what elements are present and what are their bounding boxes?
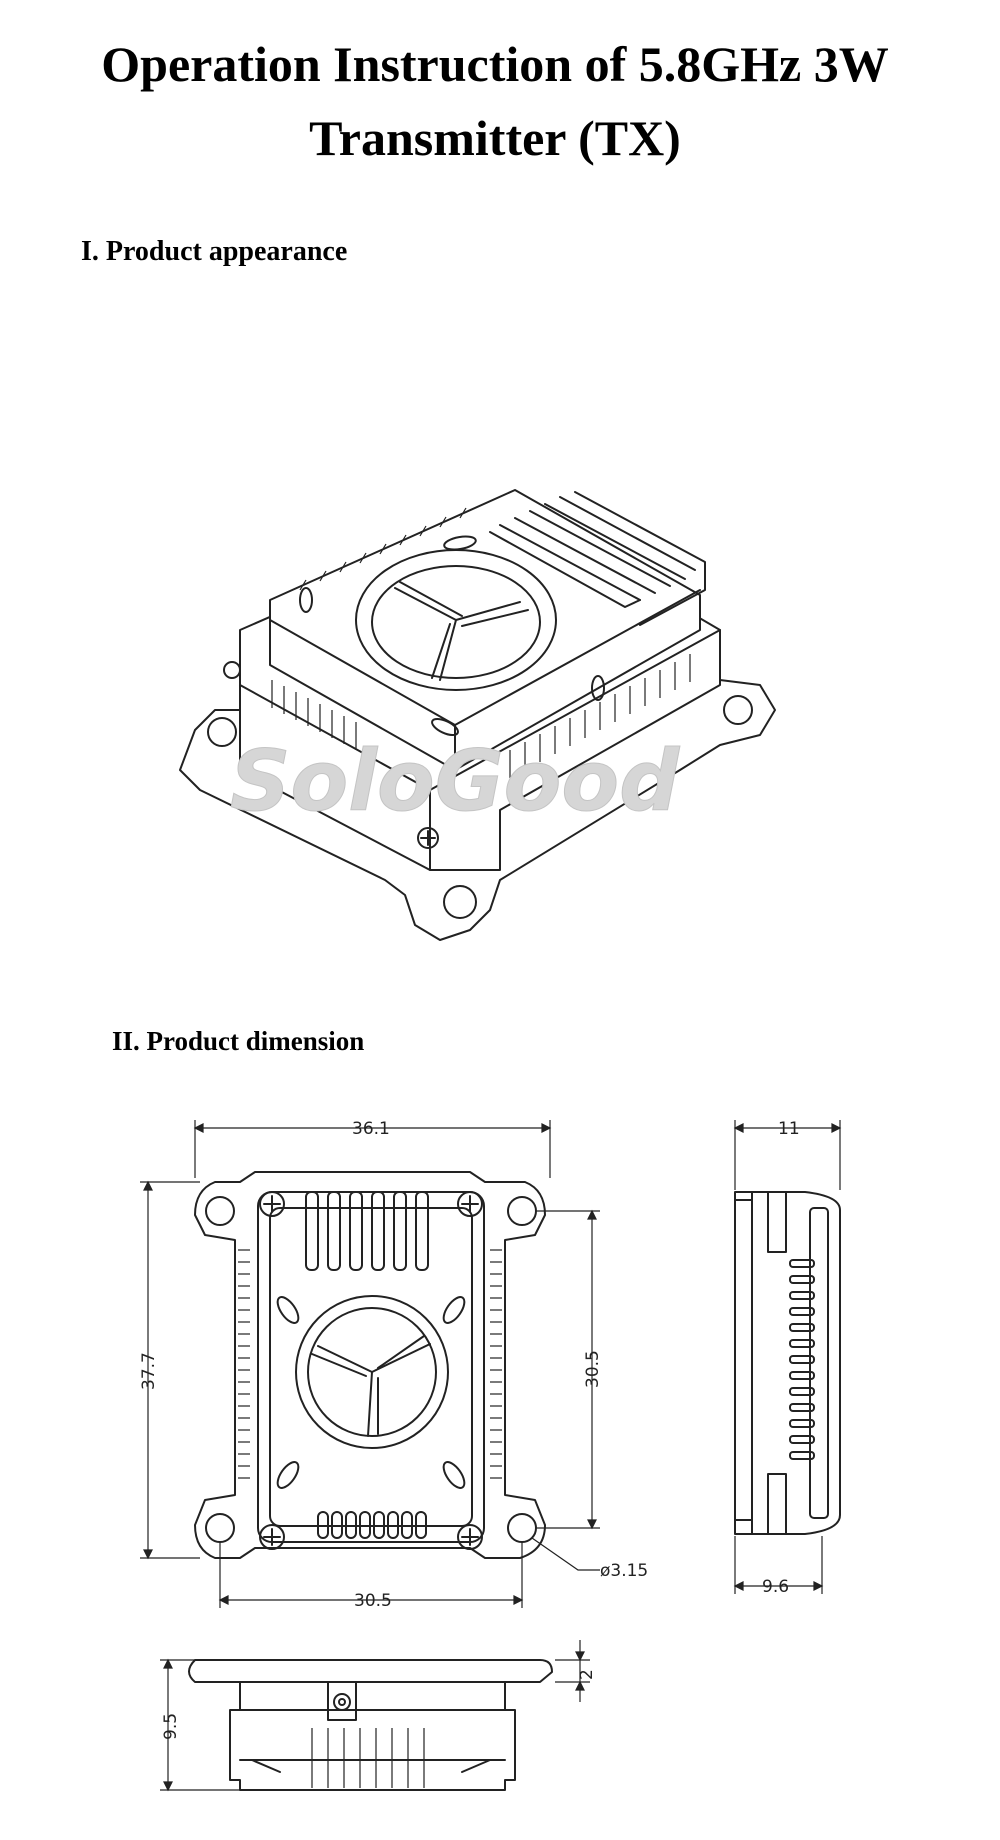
dim-thickness: 11 [778,1119,800,1139]
dim-hole-spacing-horizontal: 30.5 [354,1591,392,1611]
dim-hole-spacing-vertical: 30.5 [583,1350,603,1388]
side-view-dimension-drawing: 11 9.6 [733,1119,842,1597]
dim-flange: 2 [577,1669,597,1680]
document-title-line1: Operation Instruction of 5.8GHz 3W [101,36,889,92]
top-view-dimension-drawing: 36.1 37.7 30.5 30.5 ø3.15 [139,1119,648,1611]
sologood-watermark: SoloGood [230,732,680,830]
dim-front-height: 9.5 [161,1713,181,1740]
section-heading-dimension: II. Product dimension [112,1026,365,1056]
section-heading-appearance: I. Product appearance [81,236,348,267]
document-title-line2: Transmitter (TX) [309,110,681,166]
front-view-dimension-drawing: 9.5 2 [160,1640,597,1792]
product-appearance-drawing: SoloGood [179,489,776,941]
dim-width: 36.1 [352,1119,390,1139]
dim-body-depth: 9.6 [762,1577,789,1597]
dim-hole-diameter: ø3.15 [600,1561,648,1581]
dim-height: 37.7 [139,1352,159,1390]
